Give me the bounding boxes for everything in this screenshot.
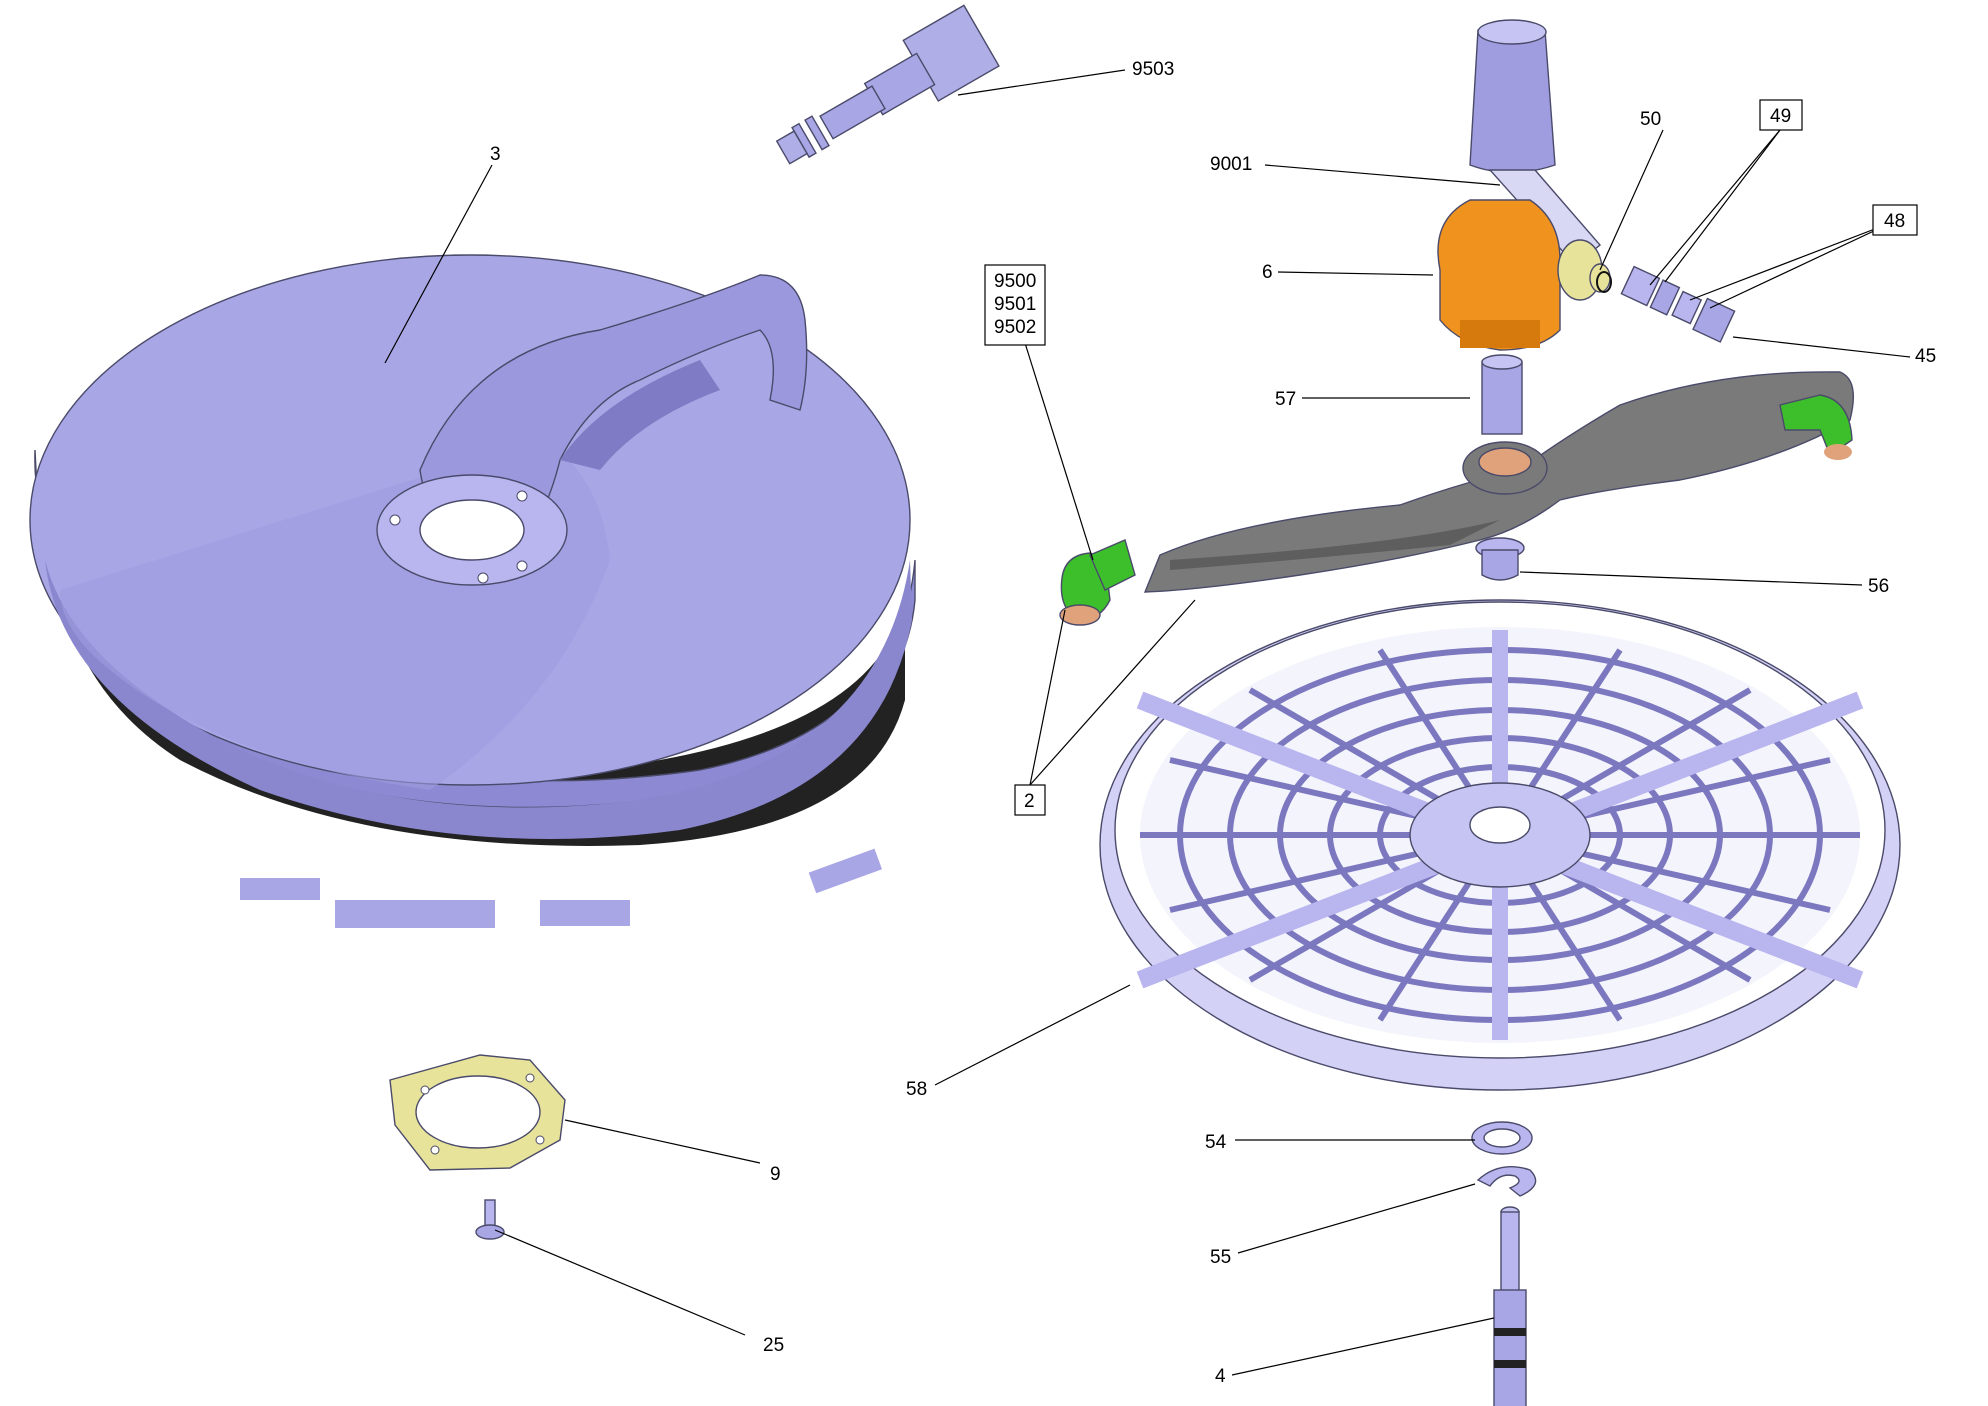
valve-parts-49-48-45 (1620, 265, 1736, 343)
leader-lines (384, 69, 1911, 1376)
callout-48: 48 (1884, 211, 1905, 232)
washer-part-54 (1471, 1121, 1533, 1155)
callout-9502: 9502 (994, 317, 1036, 338)
callout-9503: 9503 (1132, 59, 1174, 80)
callout-9: 9 (770, 1164, 781, 1185)
callout-48-box (1872, 204, 1918, 236)
callout-3: 3 (490, 144, 501, 165)
rotor-arm (1143, 371, 1854, 593)
callout-9501: 9501 (994, 294, 1036, 315)
nozzle-part-2 (1059, 539, 1136, 626)
shaft-part-4 (1493, 1206, 1527, 1406)
callout-2-box (1014, 784, 1046, 816)
callout-45: 45 (1915, 346, 1936, 367)
callout-54: 54 (1205, 1132, 1227, 1153)
callout-25: 25 (763, 1335, 784, 1356)
callout-50: 50 (1640, 109, 1661, 130)
callout-49-box (1759, 99, 1803, 131)
callout-49: 49 (1770, 106, 1791, 127)
callout-4: 4 (1215, 1366, 1226, 1387)
adapter-part-9503 (775, 4, 1000, 165)
callout-56: 56 (1868, 576, 1889, 597)
callout-6: 6 (1262, 262, 1273, 283)
callout-9500: 9500 (994, 271, 1036, 292)
hub-part-6 (1437, 199, 1611, 351)
screw-part-25 (475, 1199, 505, 1240)
hood-part-3 (29, 254, 916, 928)
callout-57: 57 (1275, 389, 1296, 410)
grid-guard-part-58 (1099, 599, 1901, 1091)
oring-part-50 (1596, 271, 1612, 293)
callout-9500-box (984, 264, 1046, 346)
callout-9001: 9001 (1210, 154, 1252, 175)
clip-part-55 (1476, 1166, 1537, 1197)
callout-2: 2 (1024, 791, 1035, 812)
callout-58: 58 (906, 1079, 927, 1100)
gasket-part-9 (389, 1054, 566, 1171)
callout-55: 55 (1210, 1247, 1231, 1268)
sleeve-part-57 (1481, 354, 1523, 435)
bushing-part-56 (1475, 537, 1525, 581)
